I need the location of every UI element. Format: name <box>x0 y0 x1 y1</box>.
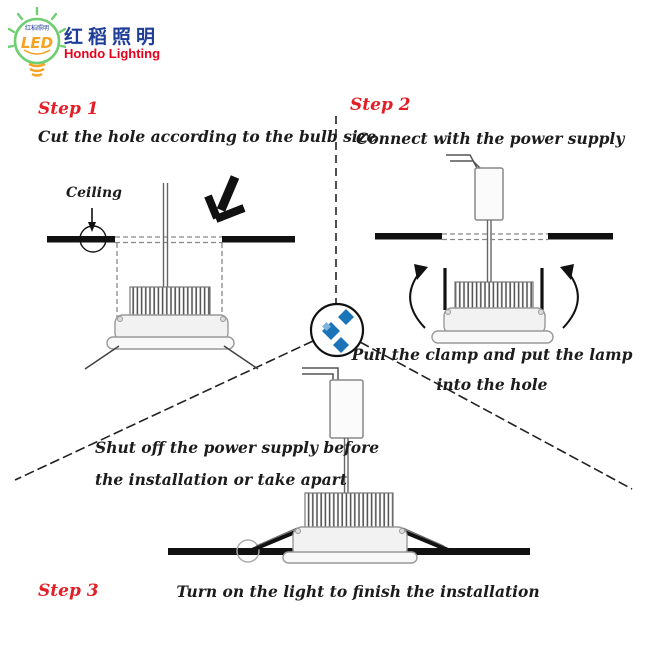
hole-dashed-outline <box>442 233 548 241</box>
downlight-lamp <box>282 492 418 564</box>
lamp-heatsink <box>304 492 394 529</box>
right-rotate-arrow-icon <box>560 264 579 329</box>
step3-instruction: Turn on the light to finish the installa… <box>176 582 540 601</box>
lamp-wire <box>343 438 349 493</box>
step1-instruction: Cut the hole according to the bulb size <box>38 127 377 146</box>
step3-note-line2: the installation or take apart <box>95 470 347 489</box>
lamp-trim-body <box>443 307 546 335</box>
lamp-heatsink <box>129 286 211 319</box>
step2-instruction: Connect with the power supply <box>356 129 625 148</box>
power-supply-wires <box>302 367 339 380</box>
bulb-base <box>28 62 46 77</box>
ceiling-left-section <box>47 236 115 243</box>
lamp-wire <box>486 220 492 282</box>
lamp-wire <box>162 183 169 287</box>
ceiling-right-section <box>222 236 295 243</box>
step3-diagram <box>168 367 530 564</box>
downlight-lamp <box>84 286 259 370</box>
bulb-led-text: LED <box>21 34 53 52</box>
ceiling-right-section <box>548 233 613 240</box>
power-supply-wires <box>446 154 481 169</box>
left-clamp-open <box>251 528 301 552</box>
step3-label: Step 3 <box>38 581 99 601</box>
brand-name-chinese: 红稻照明 <box>64 26 161 48</box>
cut-hole-dashed-outline <box>115 236 223 346</box>
right-clamp-open <box>399 528 449 552</box>
ceiling-label: Ceiling <box>66 185 122 201</box>
step2-diagram <box>375 154 613 344</box>
left-rotate-arrow-icon <box>409 264 428 329</box>
step2-note-line1: Pull the clamp and put the lamp <box>351 345 633 364</box>
ceiling-left-section <box>375 233 442 240</box>
power-supply-driver-box <box>474 167 504 221</box>
lamp-left-spring-clip <box>84 345 120 370</box>
ceiling-screw-callout-circle <box>236 539 260 563</box>
step2-note-line2: into the hole <box>436 375 548 394</box>
right-clamp-spring <box>402 527 445 547</box>
left-clamp-spring <box>255 527 298 547</box>
bulb-filament <box>23 49 51 55</box>
ceiling-callout-circle <box>79 225 107 253</box>
bulb-rays <box>8 6 66 49</box>
step1-label: Step 1 <box>38 99 99 119</box>
lamp-flange <box>431 330 554 344</box>
step2-label: Step 2 <box>350 95 411 115</box>
down-arrow-icon <box>204 175 246 223</box>
step3-note-line1: Shut off the power supply before <box>95 438 380 457</box>
lamp-flange <box>106 336 235 350</box>
lamp-flange <box>282 551 418 564</box>
bulb-inner-text: 红稻照明 <box>25 24 49 32</box>
downlight-lamp <box>431 281 554 344</box>
ceiling-left-section <box>168 548 293 555</box>
ceiling-callout-arrowhead <box>88 222 96 232</box>
ceiling-right-section <box>407 548 530 555</box>
power-supply-driver-box <box>329 379 364 439</box>
brand-name-english: Hondo Lighting <box>64 46 161 61</box>
brand-logo-bulb-icon: 红稻照明 LED <box>8 6 66 77</box>
